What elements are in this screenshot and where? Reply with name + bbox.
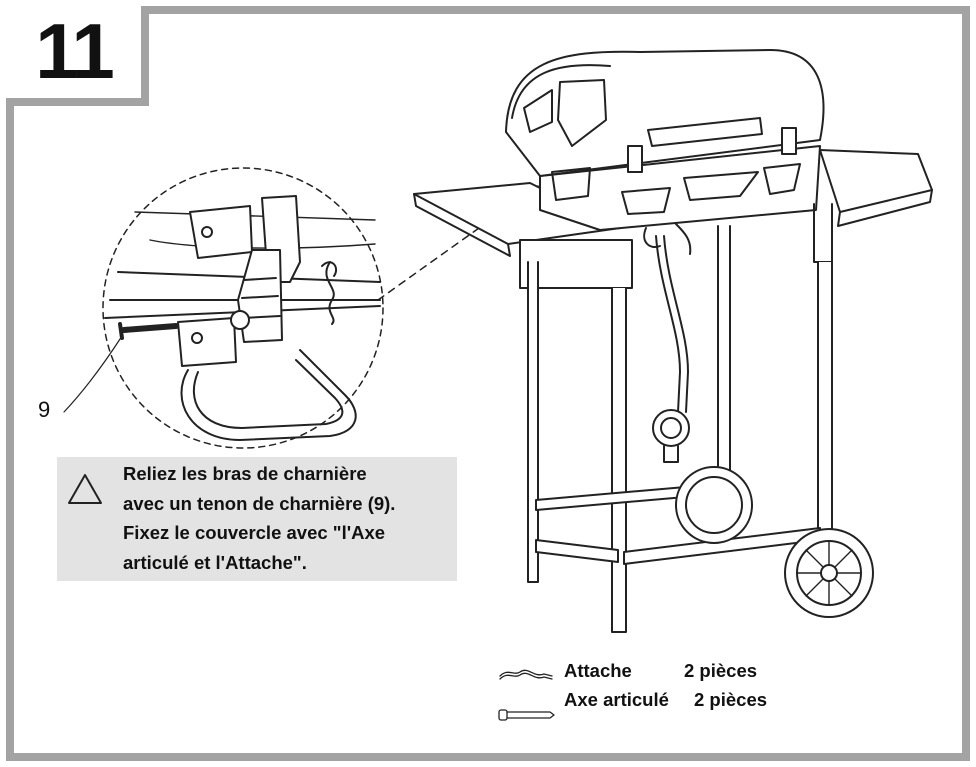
note-line-1: Reliez les bras de charnière <box>123 463 367 484</box>
grill-illustration <box>413 49 933 633</box>
warning-triangle-icon <box>68 474 102 504</box>
detail-magnifier <box>63 167 539 449</box>
part-name: Attache <box>564 660 632 681</box>
part-quantity: 2 pièces <box>684 660 758 681</box>
part-quantity: 2 pièces <box>694 689 768 710</box>
step-number: 11 <box>35 6 114 95</box>
step-number-box: 11 <box>6 6 149 106</box>
parts-icons <box>498 669 555 721</box>
note-line-3: Fixez le couvercle avec "l'Axe <box>123 522 386 543</box>
part-callout-label: 9 <box>38 397 51 422</box>
part-name: Axe articulé <box>564 689 669 710</box>
note-line-2: avec un tenon de charnière (9). <box>123 492 396 514</box>
instruction-note: Reliez les bras de charnière avec un ten… <box>57 457 457 581</box>
note-line-4: articulé et l'Attache". <box>123 551 307 573</box>
